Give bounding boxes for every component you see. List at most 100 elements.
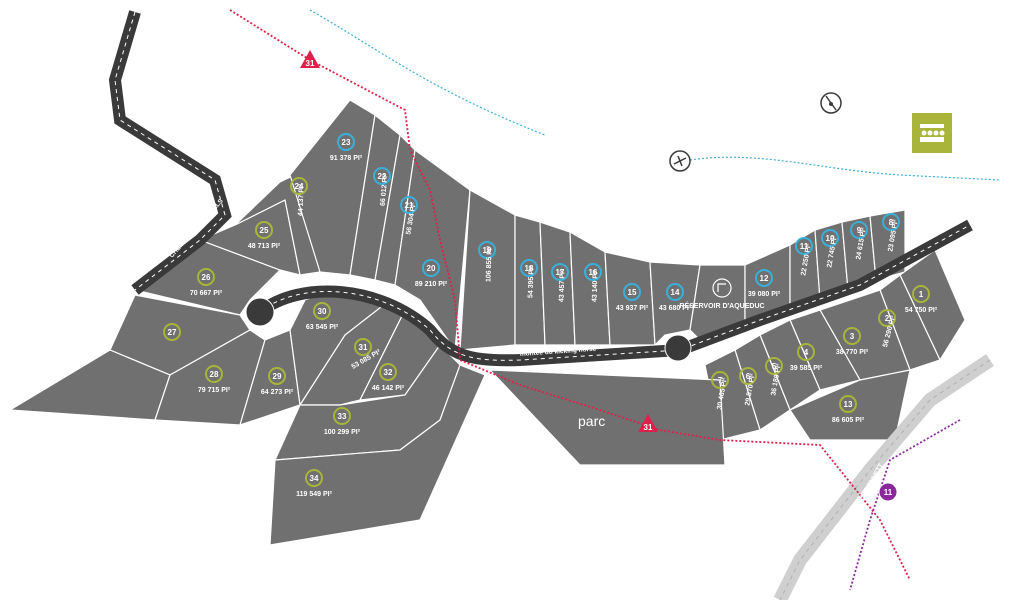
lot-ring xyxy=(422,259,440,277)
lot-34[interactable]: 34 119 549 PI² xyxy=(296,469,333,498)
bus-marker[interactable]: 11 xyxy=(878,482,898,502)
roads-layer xyxy=(108,10,994,600)
lot-ring xyxy=(333,407,351,425)
lot-ring xyxy=(205,365,223,383)
lot-number: 14 xyxy=(671,288,680,297)
lot-area: 43 680 PI² xyxy=(659,305,692,312)
lot-number: 16 xyxy=(589,268,598,277)
lot-number: 33 xyxy=(338,412,347,421)
lot-area: 89 210 PI² xyxy=(415,281,448,288)
trail-marker-top-label: 31 xyxy=(306,59,315,68)
lot-ring xyxy=(623,283,641,301)
lot-area: 64 273 PI² xyxy=(261,389,294,396)
lot-ring xyxy=(163,323,181,341)
lot-ring xyxy=(268,367,286,385)
lot-area: 43 140 PI² xyxy=(591,269,599,302)
lot-area: 43 457 PI² xyxy=(558,269,566,302)
lot-number: 34 xyxy=(310,474,319,483)
lot-ring xyxy=(666,283,684,301)
reservoir-label: RÉSERVOIR D'AQUEDUC xyxy=(679,301,764,310)
lot-area: 106 855 PI² xyxy=(485,245,493,282)
lot-ring xyxy=(400,196,418,214)
lot-ring xyxy=(843,327,861,345)
lot-number: 6 xyxy=(746,372,751,381)
lot-ring xyxy=(478,241,496,259)
lot-14[interactable]: 14 43 680 PI² xyxy=(659,283,692,312)
lot-area: 66 012 PI² xyxy=(380,173,390,206)
lot-ring xyxy=(882,213,900,231)
lot-area: 63 545 PI² xyxy=(306,324,339,331)
lot-area: 54 395 PI² xyxy=(527,265,535,298)
lot-ring xyxy=(379,363,397,381)
lot-ring xyxy=(551,263,569,281)
lot-number: 9 xyxy=(857,226,862,235)
lot-number: 20 xyxy=(427,264,436,273)
lot-12[interactable]: 12 39 080 PI² xyxy=(748,269,781,298)
lot-ring xyxy=(520,259,538,277)
lodge-icon[interactable] xyxy=(912,113,952,153)
lot-ring xyxy=(797,343,815,361)
park-label: parc xyxy=(578,413,605,429)
lot-area: 38 770 PI² xyxy=(836,349,869,356)
lot-4[interactable]: 4 39 585 PI² xyxy=(790,343,823,372)
lot-ring xyxy=(305,469,323,487)
lot-area: 119 549 PI² xyxy=(296,491,332,498)
lot-number: 22 xyxy=(378,172,387,181)
lot-number: 12 xyxy=(760,274,769,283)
lot-area: 91 378 PI² xyxy=(330,155,363,162)
lot-ring xyxy=(878,309,896,327)
lot-ring xyxy=(584,263,602,281)
lot-area: 46 142 PI² xyxy=(372,385,405,392)
water-reservoir-icon[interactable]: RÉSERVOIR D'AQUEDUC xyxy=(679,278,765,310)
lot-1[interactable]: 154 750 PI² xyxy=(905,285,938,314)
lot-area: 43 937 PI² xyxy=(616,305,649,312)
lot-27[interactable]: 27 xyxy=(163,323,181,341)
lot-number: 18 xyxy=(525,264,534,273)
bus-marker-label: 11 xyxy=(884,488,893,497)
lot-ring xyxy=(197,268,215,286)
lot-20[interactable]: 20 89 210 PI² xyxy=(415,259,448,288)
lot-ring xyxy=(313,302,331,320)
lot-ring xyxy=(850,221,868,239)
lot-number: 24 xyxy=(295,182,304,191)
lot-15[interactable]: 15 43 937 PI² xyxy=(616,283,649,312)
lot-number: 2 xyxy=(885,314,890,323)
lot-29[interactable]: 29 64 273 PI² xyxy=(261,367,294,396)
lot-ring xyxy=(290,177,308,195)
skier-icon[interactable] xyxy=(669,150,691,172)
lot-3[interactable]: 3 38 770 PI² xyxy=(836,327,869,356)
lot-number: 29 xyxy=(273,372,282,381)
lot-ring xyxy=(821,229,839,247)
lot-area: 48 713 PI² xyxy=(248,243,281,250)
lot-number: 15 xyxy=(628,288,637,297)
trail-marker-top[interactable]: 31 xyxy=(300,50,320,68)
lot-number: 10 xyxy=(826,234,835,243)
lot-area: 70 667 PI² xyxy=(190,290,223,297)
trail-marker-park[interactable]: 31 xyxy=(638,414,658,432)
lot-area: 39 080 PI² xyxy=(748,291,781,298)
lot-number: 4 xyxy=(804,348,809,357)
lot-area: 54 750 PI² xyxy=(905,307,938,314)
lot-number: 7 xyxy=(718,376,723,385)
ski-lift-icon[interactable] xyxy=(820,92,842,114)
lot-number: 27 xyxy=(168,328,177,337)
lot-number: 28 xyxy=(210,370,219,379)
lot-area: 39 585 PI² xyxy=(790,365,823,372)
lot-number: 3 xyxy=(850,332,855,341)
